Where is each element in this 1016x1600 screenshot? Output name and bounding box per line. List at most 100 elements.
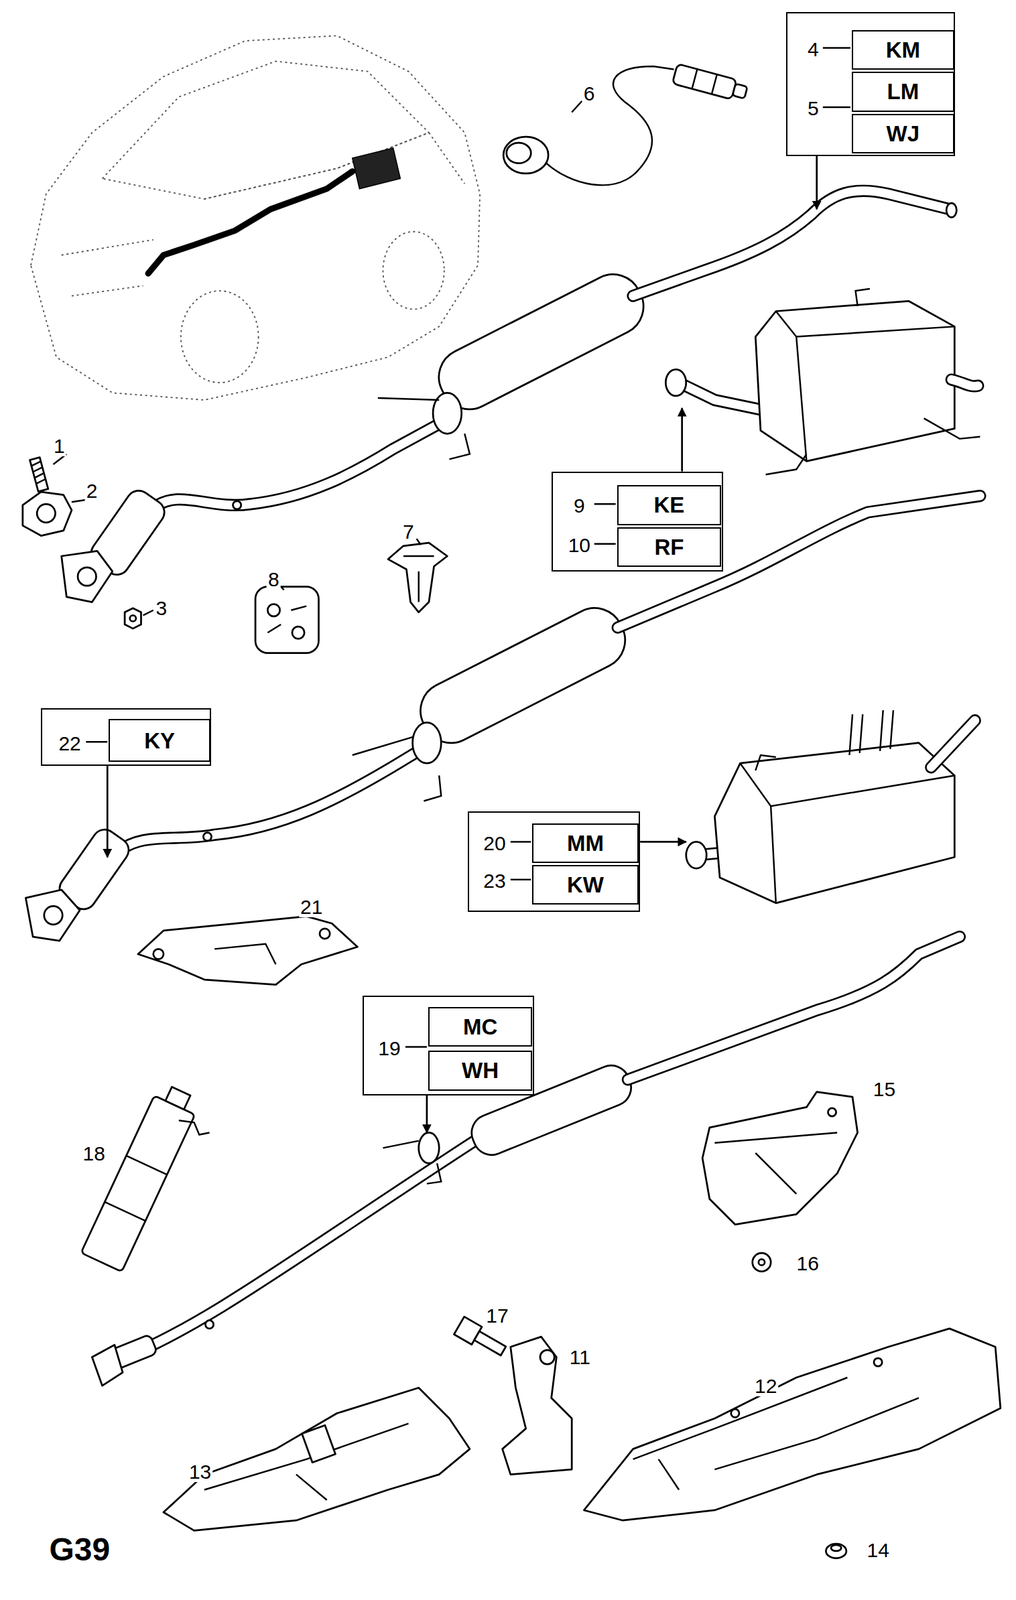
- drawing-part: [467, 811, 641, 912]
- grommet-14: [825, 1544, 846, 1559]
- drawing-part: [766, 288, 981, 475]
- drawing-part: [825, 1544, 846, 1559]
- drawing-part: [130, 615, 137, 622]
- drawing-part: [382, 231, 444, 310]
- variant-code: MM: [566, 832, 604, 855]
- code-cell: MC: [428, 1007, 533, 1047]
- car-outline: [30, 35, 480, 401]
- drawing-part: [731, 1409, 740, 1418]
- callout-number: 19: [377, 1038, 401, 1059]
- drawing-part: [30, 461, 47, 484]
- drawing-part: [77, 567, 96, 586]
- drawing-part: [30, 457, 49, 492]
- callout-number: 3: [154, 598, 169, 619]
- drawing-part: [163, 1387, 470, 1531]
- leader-lines: [53, 48, 851, 1048]
- heat-shield-21: [138, 916, 358, 986]
- drawing-part: [25, 890, 80, 941]
- drawing-part: [714, 1132, 838, 1194]
- callout-number: 10: [568, 535, 591, 556]
- drawing-part: [91, 1345, 123, 1386]
- drawing-part: [714, 743, 955, 904]
- drawing-part: [873, 1358, 882, 1367]
- drawing-part: [178, 1120, 210, 1135]
- variant-code: RF: [654, 536, 684, 559]
- drawing-part: [665, 369, 686, 397]
- drawing-part: [627, 936, 960, 1080]
- drawing-part: [551, 471, 724, 572]
- drawing-part: [362, 995, 535, 1096]
- drawing-part: [255, 587, 319, 654]
- callout-number: 11: [568, 1347, 592, 1368]
- drawing-part: [594, 543, 616, 545]
- drawing-part: [540, 1350, 555, 1365]
- drawing-part: [416, 538, 421, 545]
- drawing-part: [702, 1092, 858, 1226]
- drawing-part: [474, 1331, 506, 1356]
- drawing-part: [124, 1141, 475, 1358]
- drawing-part: [946, 203, 957, 218]
- drawing-part: [22, 491, 72, 536]
- drawing-part: [822, 106, 851, 108]
- variant-code: KW: [566, 873, 604, 897]
- drawing-part: [633, 191, 950, 297]
- callout-number: 17: [484, 1306, 510, 1327]
- drawing-part: [951, 379, 979, 387]
- callout-number: 21: [298, 897, 324, 918]
- drawing-part: [776, 311, 956, 462]
- drawing-part: [267, 606, 307, 634]
- drawing-part: [153, 948, 164, 960]
- frame-grounds: [40, 12, 955, 1096]
- drawing-part: [165, 1087, 191, 1110]
- drawing-part: [280, 587, 285, 591]
- code-cell: KW: [532, 865, 639, 905]
- rear-muffler-1: [665, 288, 980, 475]
- drawing-part: [758, 1259, 765, 1266]
- bracket-11: [502, 1337, 573, 1476]
- callout-number: 4: [807, 39, 819, 60]
- variant-code: LM: [887, 80, 920, 103]
- callout-number: 16: [794, 1253, 820, 1275]
- drawing-part: [410, 598, 636, 754]
- heat-shield-12: [583, 1328, 1000, 1521]
- small-parts: [22, 457, 448, 654]
- callout-number: 18: [81, 1144, 106, 1165]
- variant-code: KE: [654, 493, 685, 517]
- drawing-part: [292, 626, 305, 639]
- code-cell: KY: [108, 719, 211, 762]
- drawing-part: [686, 841, 707, 869]
- drawing-part: [61, 550, 113, 602]
- drawing-part: [755, 300, 955, 462]
- drawing-part: [672, 63, 737, 100]
- callout-number: 5: [807, 98, 819, 119]
- pointer-arrows: [107, 156, 817, 1133]
- variant-code: KY: [144, 729, 175, 752]
- drawing-part: [319, 928, 330, 939]
- drawing-part: [930, 720, 975, 768]
- drawing-part: [739, 763, 955, 904]
- drawing-part: [302, 1425, 336, 1463]
- drawing-part: [951, 379, 979, 387]
- callout-frame: 910KERF: [551, 471, 724, 572]
- drawing-part: [680, 408, 683, 472]
- drawing-part: [233, 501, 242, 510]
- variant-code: KM: [885, 38, 921, 61]
- drawing-part: [786, 12, 955, 157]
- drawing-part: [106, 765, 109, 858]
- drawing-part: [81, 1081, 202, 1273]
- exhaust-system-3: [91, 936, 960, 1386]
- callout-frame: 19 MCWH: [362, 995, 535, 1096]
- drawing-part: [36, 503, 55, 523]
- drawing-part: [583, 1328, 1000, 1521]
- drawing-part: [732, 83, 748, 99]
- variant-code: WJ: [886, 122, 921, 145]
- code-cell: WH: [428, 1050, 533, 1091]
- drawing-part: [214, 944, 276, 965]
- oxygen-sensor: [503, 63, 749, 185]
- drawing-part: [672, 63, 749, 103]
- drawing-part: [426, 1095, 429, 1133]
- drawing-part: [61, 239, 154, 297]
- heat-shield-13: [163, 1387, 470, 1531]
